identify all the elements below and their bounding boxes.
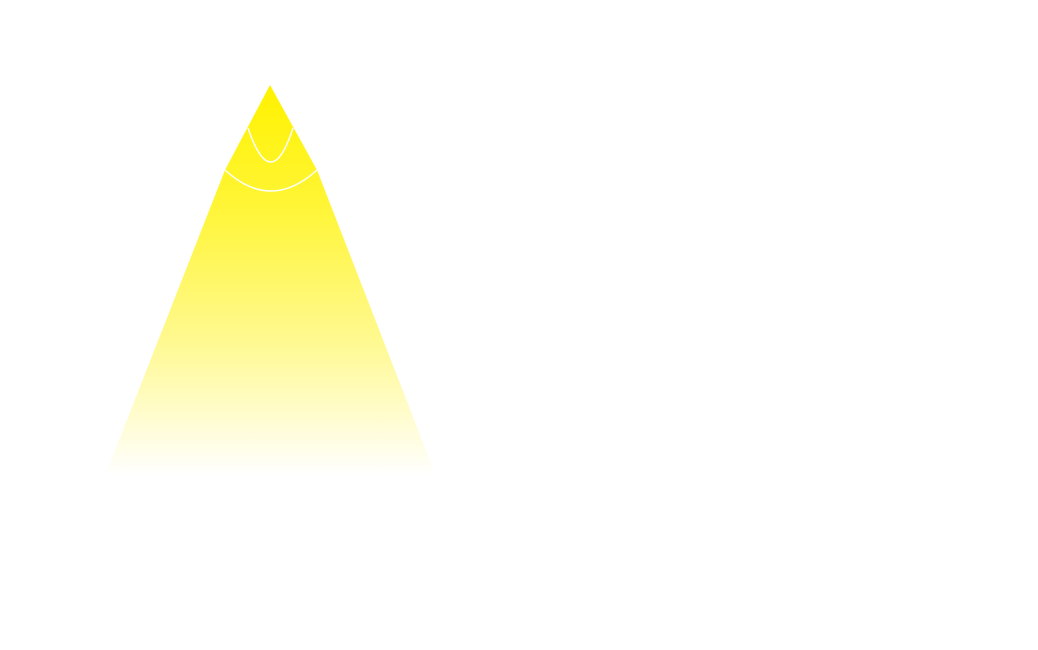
middle-tier-divider <box>224 169 318 192</box>
top-tier-divider <box>247 127 294 163</box>
cone-body <box>105 85 436 476</box>
